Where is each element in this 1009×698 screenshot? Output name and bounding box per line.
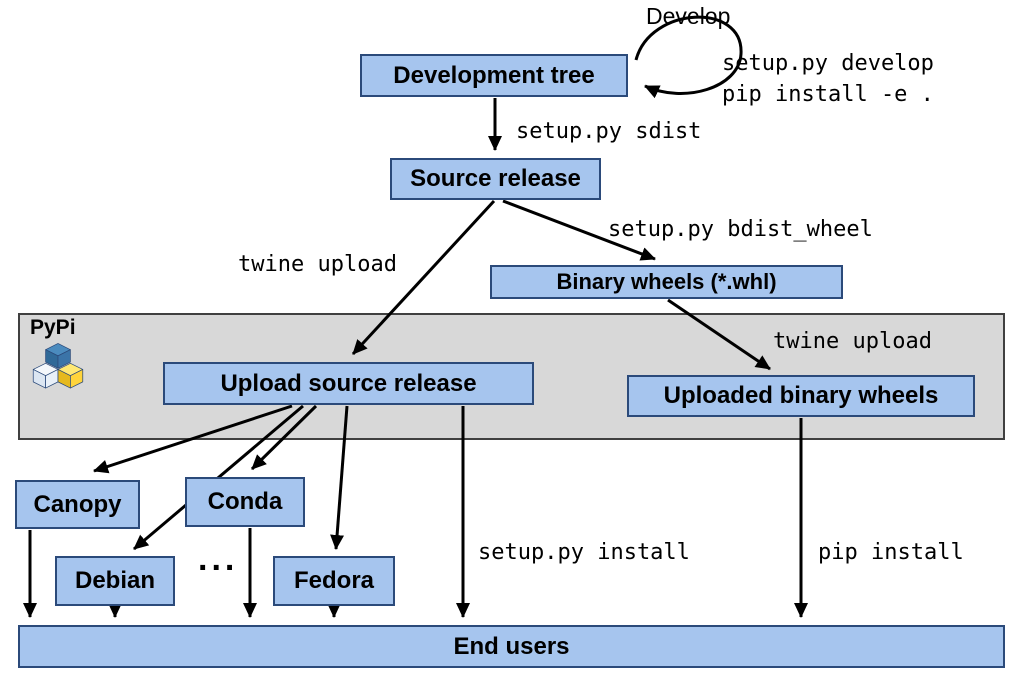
node-debian: Debian <box>55 556 175 606</box>
develop-command-line2: pip install -e . <box>722 82 934 107</box>
pypi-logo-icon <box>32 343 84 389</box>
node-source-release: Source release <box>390 158 601 200</box>
node-upload-source-release: Upload source release <box>163 362 534 405</box>
develop-command-line1: setup.py develop <box>722 51 934 76</box>
pypi-label: PyPi <box>30 316 76 339</box>
node-binary-wheels: Binary wheels (*.whl) <box>490 265 843 299</box>
setup-install-label: setup.py install <box>478 540 690 565</box>
twine-upload-left-label: twine upload <box>238 252 397 277</box>
develop-label: Develop <box>646 3 731 29</box>
bdist-wheel-label: setup.py bdist_wheel <box>608 217 873 242</box>
develop-commands-label: setup.py develop pip install -e . <box>722 48 934 110</box>
twine-upload-right-label: twine upload <box>773 329 932 354</box>
sdist-label: setup.py sdist <box>516 119 702 144</box>
node-canopy: Canopy <box>15 480 140 529</box>
node-fedora: Fedora <box>273 556 395 606</box>
node-end-users: End users <box>18 625 1005 668</box>
node-conda: Conda <box>185 477 305 527</box>
pip-install-label: pip install <box>818 540 964 565</box>
node-development-tree: Development tree <box>360 54 628 97</box>
node-uploaded-binary-wheels: Uploaded binary wheels <box>627 375 975 417</box>
ellipsis-label: ... <box>198 540 239 578</box>
